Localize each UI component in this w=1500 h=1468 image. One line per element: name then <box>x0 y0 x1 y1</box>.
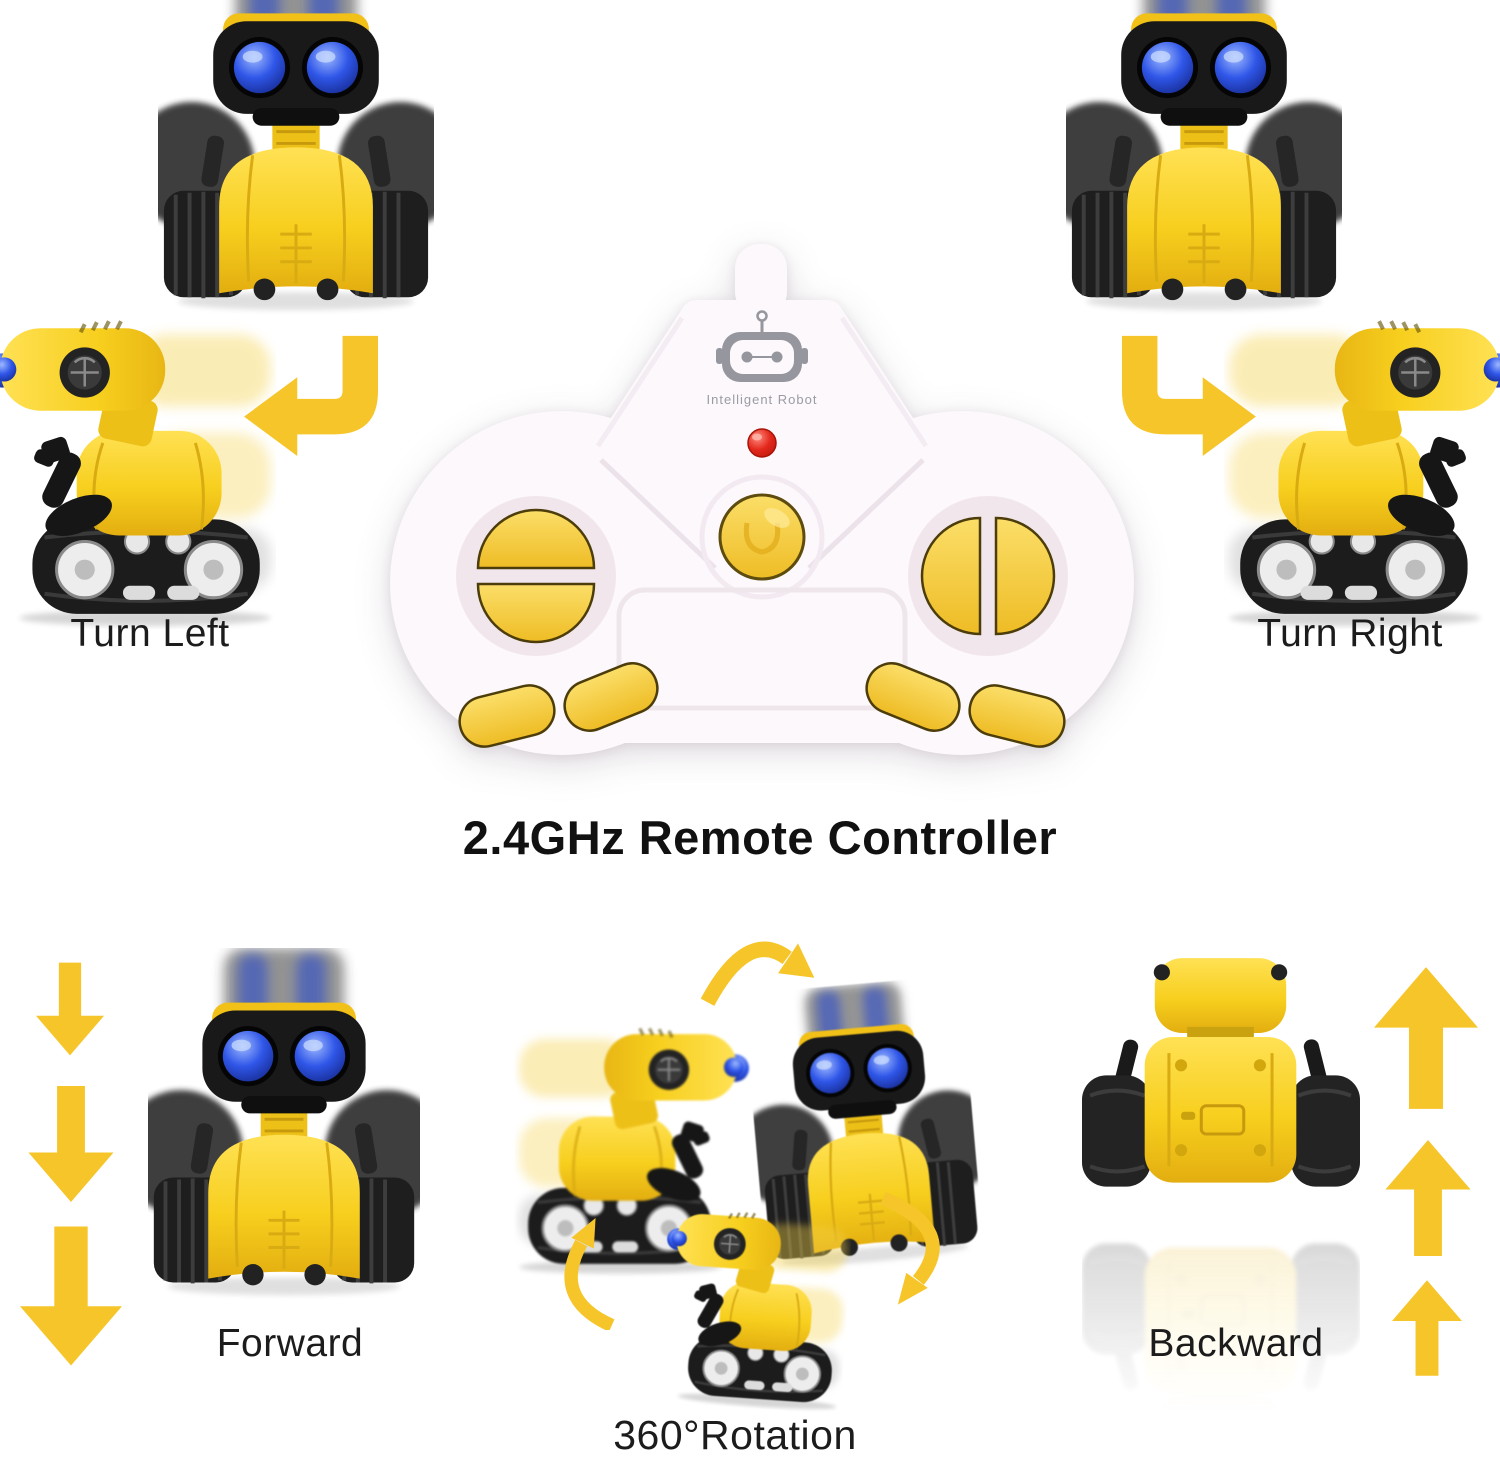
right-inner-bean-button <box>865 662 961 732</box>
backward-label: Backward <box>1148 1322 1324 1365</box>
robot-front-view <box>148 948 420 1308</box>
remote-controller-illustration: Intelligent Robot <box>390 244 1134 755</box>
turn-right-label: Turn Right <box>1257 612 1443 655</box>
robot-side-view-left <box>0 292 276 629</box>
forward-down-arrow-icon <box>20 1220 122 1372</box>
robot-side-view-right <box>1224 292 1500 629</box>
left-inner-bean-button <box>563 662 659 732</box>
controller-antenna <box>735 244 787 316</box>
forward-label: Forward <box>216 1322 364 1365</box>
left-pad-down-button <box>476 582 596 644</box>
robot-back-view <box>1082 952 1360 1215</box>
controller-brand-label: Intelligent Robot <box>707 392 818 407</box>
rotation-robot-side-left <box>655 1189 854 1414</box>
left-outer-bean-button <box>458 684 556 748</box>
backward-up-arrow-icon <box>1374 962 1478 1114</box>
backward-up-arrow-icon <box>1392 1276 1462 1380</box>
power-led <box>747 428 777 458</box>
rotation-curved-arrow-icon <box>552 1218 632 1330</box>
backward-up-arrow-icon <box>1384 1140 1472 1256</box>
turn-left-label: Turn Left <box>70 612 230 655</box>
forward-down-arrow-icon <box>28 1086 114 1202</box>
forward-down-arrow-icon <box>36 958 104 1060</box>
rotation-curved-arrow-icon <box>868 1192 966 1310</box>
right-outer-bean-button <box>968 684 1066 748</box>
right-pad-left-button <box>920 516 982 636</box>
right-pad-right-button <box>994 516 1056 636</box>
left-pad-up-button <box>476 508 596 570</box>
center-power-button <box>718 493 806 581</box>
controller-title: 2.4GHz Remote Controller <box>462 811 1058 864</box>
robot-logo-icon <box>716 310 808 382</box>
rotation-label: 360°Rotation <box>613 1412 857 1458</box>
turn-left-elbow-arrow-icon <box>240 330 388 458</box>
